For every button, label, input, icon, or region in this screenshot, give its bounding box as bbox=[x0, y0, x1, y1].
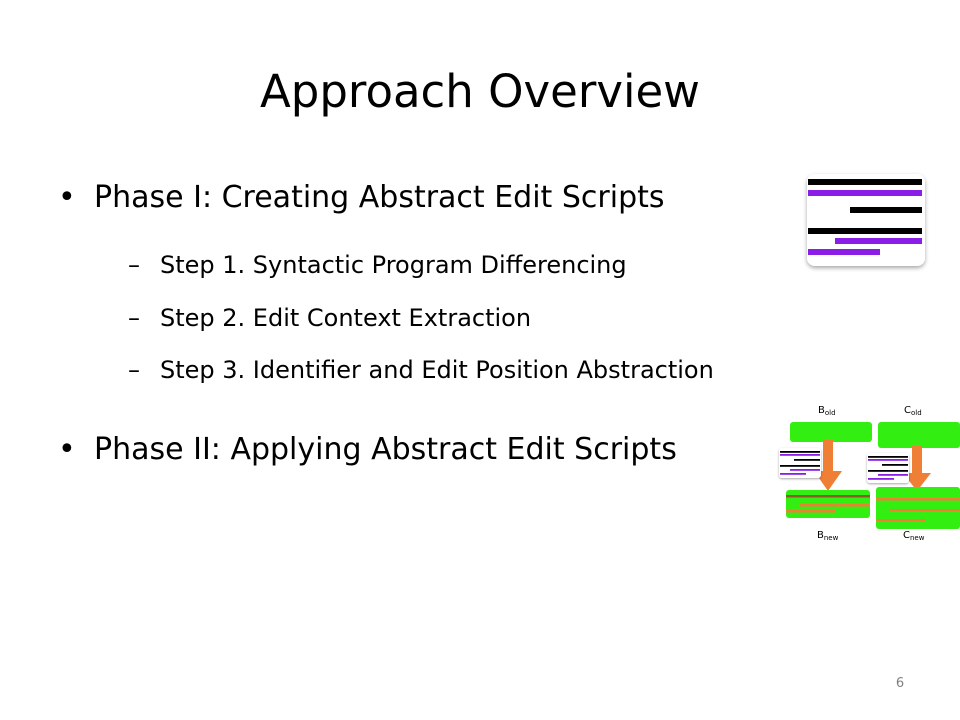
edit-script-icon bbox=[867, 453, 909, 483]
edit-line bbox=[808, 249, 880, 255]
bullet-text: Phase II: Applying Abstract Edit Scripts bbox=[94, 432, 677, 467]
apply-edit-diagram: Bold Cold Bnew Cnew bbox=[779, 405, 960, 542]
dash-marker: – bbox=[128, 356, 140, 384]
bullet-text: Phase I: Creating Abstract Edit Scripts bbox=[94, 180, 665, 215]
code-line bbox=[850, 207, 922, 213]
label-c-old: Cold bbox=[904, 405, 922, 417]
step-text: Step 2. Edit Context Extraction bbox=[160, 304, 532, 332]
block-b-old bbox=[790, 422, 872, 442]
dash-marker: – bbox=[128, 251, 140, 279]
page-number: 6 bbox=[895, 676, 905, 691]
code-line bbox=[808, 228, 922, 234]
bullet-dot: • bbox=[58, 180, 76, 215]
code-line bbox=[808, 179, 922, 185]
label-b-old: Bold bbox=[818, 405, 836, 417]
edit-script-icon bbox=[807, 174, 925, 266]
label-c-new: Cnew bbox=[903, 530, 925, 542]
arrow-down-icon bbox=[903, 446, 931, 491]
edit-line bbox=[808, 190, 922, 196]
block-c-old bbox=[878, 422, 960, 448]
step-text: Step 1. Syntactic Program Differencing bbox=[160, 251, 627, 279]
dash-marker: – bbox=[128, 304, 140, 332]
edit-line bbox=[835, 238, 922, 244]
arrow-down-icon bbox=[814, 440, 842, 491]
label-b-new: Bnew bbox=[817, 530, 839, 542]
step-text: Step 3. Identifier and Edit Position Abs… bbox=[160, 356, 714, 384]
bullet-dot: • bbox=[58, 432, 76, 467]
block-c-new bbox=[876, 487, 960, 529]
page-title: Approach Overview bbox=[260, 65, 700, 118]
block-b-new bbox=[786, 490, 870, 518]
edit-script-icon bbox=[779, 448, 821, 478]
